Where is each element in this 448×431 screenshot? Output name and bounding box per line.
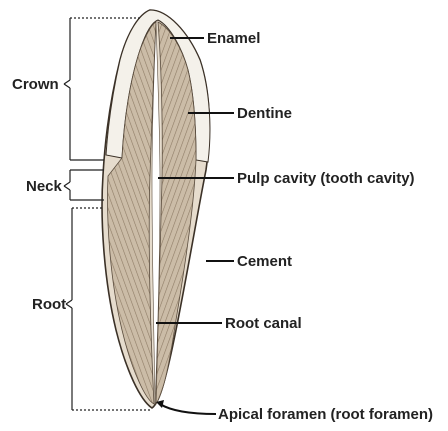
part-label-root-canal: Root canal: [225, 315, 302, 332]
part-label-apical-foramen: Apical foramen (root foramen): [218, 406, 433, 423]
part-label-dentine: Dentine: [237, 105, 292, 122]
region-label-crown: Crown: [12, 76, 59, 93]
part-label-enamel: Enamel: [207, 30, 260, 47]
region-label-neck: Neck: [26, 178, 63, 195]
part-label-cement: Cement: [237, 253, 292, 270]
region-label-root: Root: [32, 296, 66, 313]
leader-apical-foramen: [160, 404, 216, 414]
neck-bracket: [64, 170, 104, 200]
part-label-pulp-cavity: Pulp cavity (tooth cavity): [237, 170, 415, 187]
dentine-right: [156, 22, 196, 404]
